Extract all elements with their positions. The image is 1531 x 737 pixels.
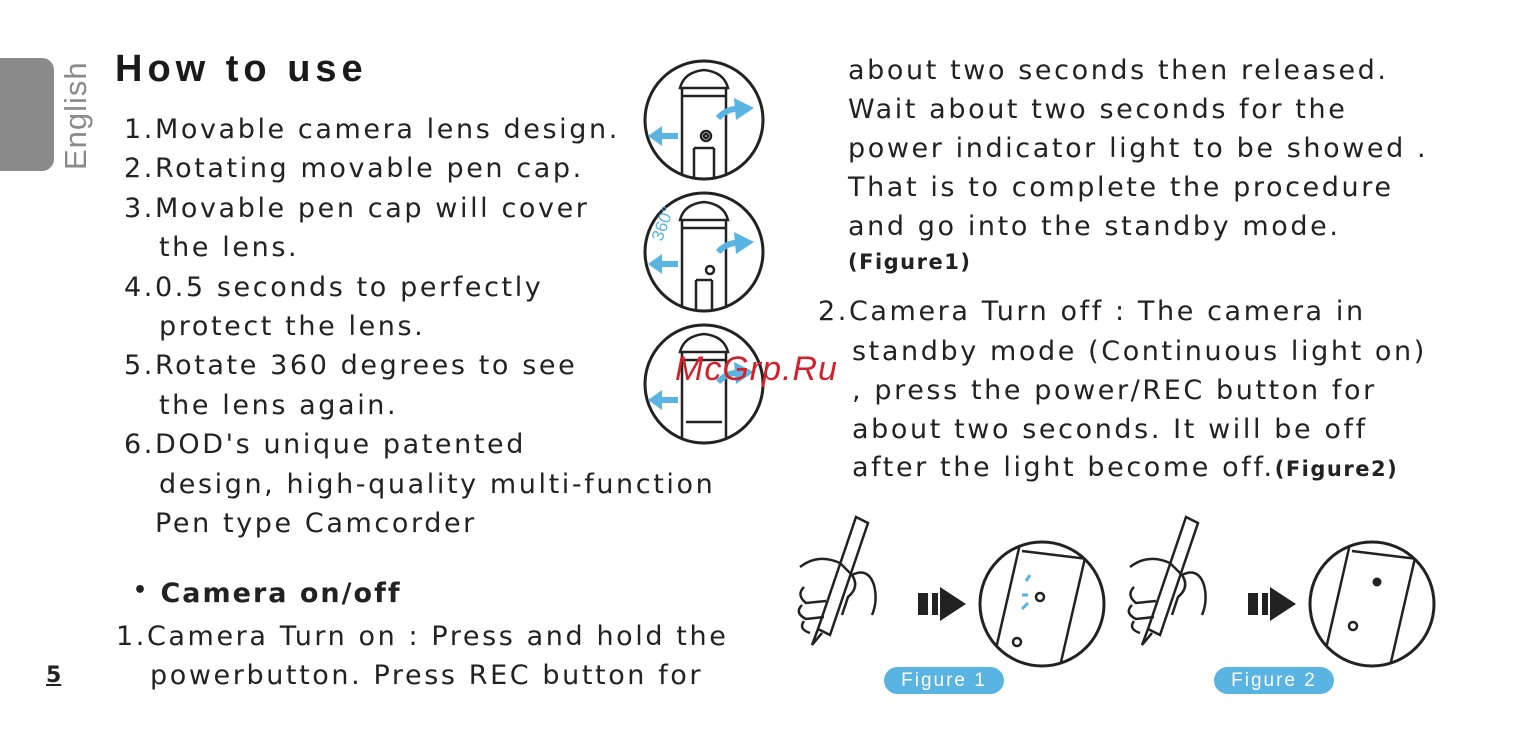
turn-off-line-4: about two seconds. It will be off bbox=[852, 414, 1368, 445]
watermark: McGrp.Ru bbox=[675, 350, 838, 388]
turn-off-line-5-text: after the light become off. bbox=[852, 452, 1275, 483]
language-label: English bbox=[58, 61, 93, 170]
lens-cap-closed-illustration bbox=[643, 59, 765, 181]
turn-on-line-2: powerbutton. Press REC button for bbox=[150, 660, 704, 691]
figure2-label: Figure 2 bbox=[1214, 667, 1334, 694]
turn-on-cont-line-2: Wait about two seconds for the bbox=[848, 94, 1348, 125]
hand-holding-pen-icon bbox=[797, 515, 877, 646]
figure1-label: Figure 1 bbox=[884, 667, 1004, 694]
turn-on-cont-line-3: power indicator light to be showed . bbox=[848, 133, 1429, 164]
figure2-illustration bbox=[1127, 515, 1436, 668]
page-title: How to use bbox=[115, 48, 368, 90]
turn-on-cont-line-1: about two seconds then released. bbox=[848, 55, 1389, 86]
feature-4-line-2: protect the lens. bbox=[159, 311, 426, 342]
figure2-reference: (Figure2) bbox=[1274, 457, 1399, 481]
arrow-right-icon bbox=[940, 587, 966, 621]
turn-off-line-5: after the light become off.(Figure2) bbox=[852, 452, 1398, 483]
bullet-dot: • bbox=[133, 578, 150, 603]
camera-section-heading-text: Camera on/off bbox=[160, 578, 402, 609]
feature-2-line-1: 2.Rotating movable pen cap. bbox=[124, 153, 584, 184]
turn-off-line-3: , press the power/REC button for bbox=[852, 375, 1377, 406]
figure1-reference: (Figure1) bbox=[848, 250, 972, 274]
turn-on-cont-line-5: and go into the standby mode. bbox=[848, 211, 1341, 242]
feature-3-line-1: 3.Movable pen cap will cover bbox=[124, 193, 590, 224]
page-number: 5 bbox=[46, 663, 62, 688]
lens-covered-illustration bbox=[643, 323, 765, 445]
feature-5-line-2: the lens again. bbox=[159, 390, 399, 421]
feature-6-line-1: 6.DOD's unique patented bbox=[124, 429, 526, 460]
feature-6-line-3: Pen type Camcorder bbox=[155, 508, 477, 539]
language-tab bbox=[0, 58, 54, 171]
feature-6-line-2: design, high-quality multi-function bbox=[159, 469, 716, 500]
hand-holding-pen-icon bbox=[1127, 515, 1207, 646]
feature-3-line-2: the lens. bbox=[159, 232, 300, 263]
turn-on-line-1: 1.Camera Turn on : Press and hold the bbox=[116, 621, 729, 652]
turn-off-line-1: 2.Camera Turn off : The camera in bbox=[818, 296, 1366, 327]
camera-section-heading: • Camera on/off bbox=[133, 578, 402, 609]
arrow-right-icon bbox=[1270, 587, 1296, 621]
feature-5-line-1: 5.Rotate 360 degrees to see bbox=[124, 350, 578, 381]
feature-1-line-1: 1.Movable camera lens design. bbox=[124, 114, 620, 145]
figure1-illustration bbox=[797, 515, 1106, 668]
turn-on-cont-line-4: That is to complete the procedure bbox=[848, 172, 1394, 203]
turn-off-line-2: standby mode (Continuous light on) bbox=[852, 336, 1427, 367]
feature-4-line-1: 4.0.5 seconds to perfectly bbox=[124, 272, 544, 303]
lens-cap-rotating-illustration: 360° bbox=[643, 191, 765, 313]
